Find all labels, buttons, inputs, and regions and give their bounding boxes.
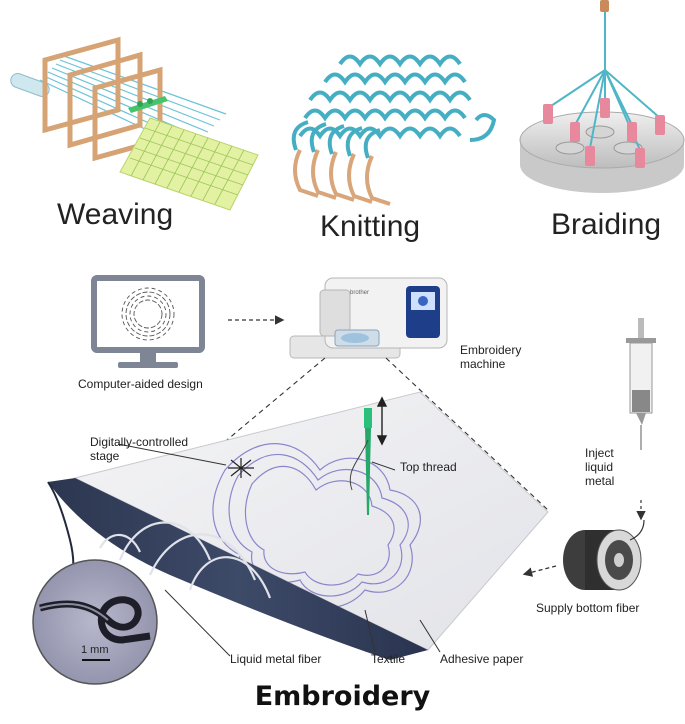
- supply-spool: [563, 520, 644, 590]
- embroidery-machine-label: Embroidery machine: [460, 343, 521, 371]
- digitally-controlled-stage-label: Digitally-controlled stage: [90, 435, 188, 463]
- weaving-label: Weaving: [57, 198, 173, 232]
- embroidery-machine-label-line2: machine: [460, 357, 521, 371]
- supply-bottom-fiber-label: Supply bottom fiber: [536, 601, 639, 615]
- top-thread-label: Top thread: [400, 460, 457, 474]
- computer-aided-design-label: Computer-aided design: [78, 377, 203, 391]
- inject-label-line1: Inject: [585, 446, 614, 460]
- svg-text:brother: brother: [350, 290, 369, 296]
- inject-liquid-metal-label: Inject liquid metal: [585, 446, 614, 488]
- weaving-illustration: [9, 40, 258, 210]
- knitting-needles: [295, 150, 390, 204]
- knot-micrograph: [33, 560, 157, 684]
- digitally-controlled-label-line2: stage: [90, 449, 188, 463]
- liquid-metal-fiber-label: Liquid metal fiber: [230, 652, 321, 666]
- inject-label-line2: liquid: [585, 460, 614, 474]
- scale-bar-label: 1 mm: [81, 644, 109, 656]
- woven-cloth: [120, 118, 258, 210]
- braiding-label: Braiding: [551, 208, 661, 242]
- syringe: [626, 318, 656, 450]
- knitting-label: Knitting: [320, 210, 420, 244]
- embroidery-title: Embroidery: [0, 681, 685, 712]
- adhesive-paper-label: Adhesive paper: [440, 652, 523, 666]
- textile-label: Textile: [371, 652, 405, 666]
- computer-monitor: [94, 278, 202, 368]
- inject-label-line3: metal: [585, 474, 614, 488]
- knitting-illustration: [294, 57, 494, 205]
- braiding-illustration: [520, 0, 684, 193]
- stage-axes-icon: [228, 458, 254, 478]
- digitally-controlled-label-line1: Digitally-controlled: [90, 435, 188, 449]
- embroidery-machine-label-line1: Embroidery: [460, 343, 521, 357]
- embroidery-machine: brother: [290, 278, 447, 358]
- spool-to-textile-arrow: [525, 566, 556, 574]
- knit-fabric: [300, 57, 494, 141]
